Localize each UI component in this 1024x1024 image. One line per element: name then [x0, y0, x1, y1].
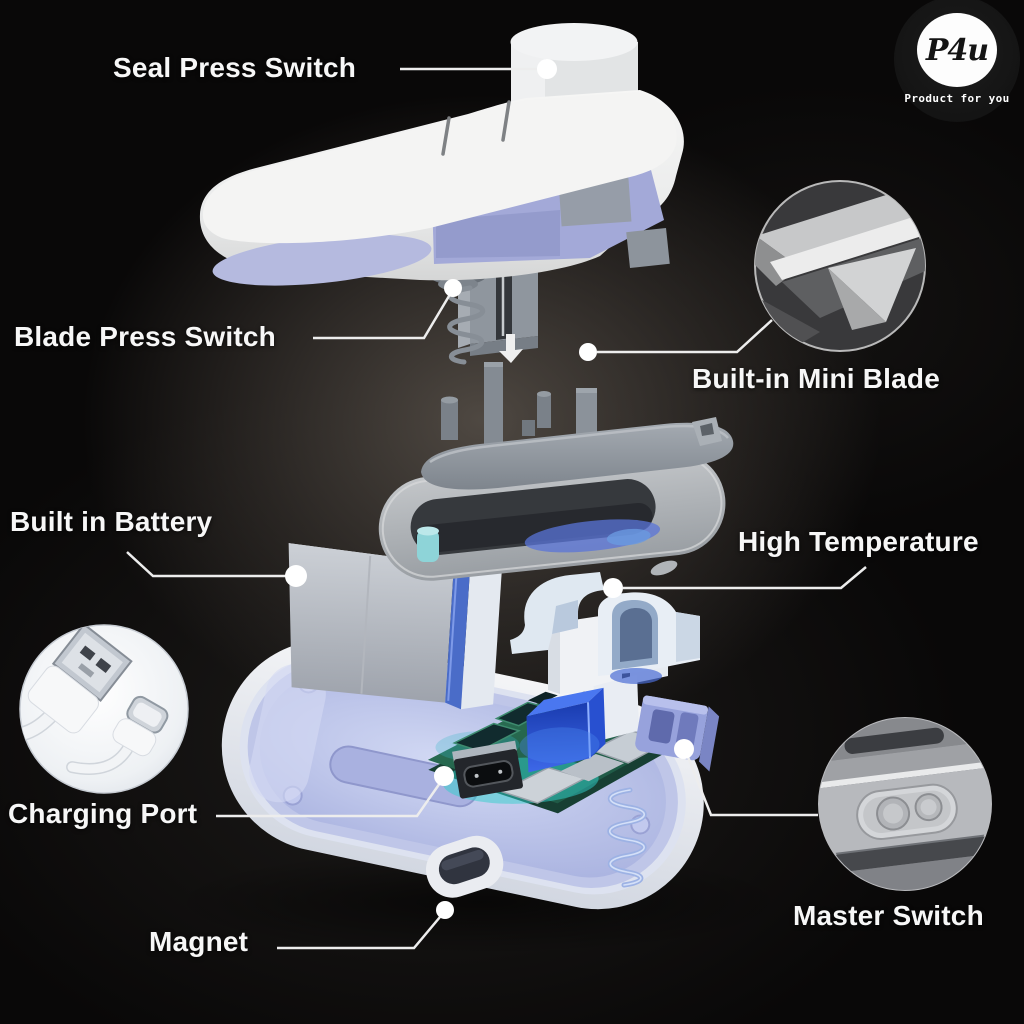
mini-blade-callout: [754, 180, 926, 352]
label-built-in-battery: Built in Battery: [10, 506, 213, 537]
charging-cable-callout: [19, 624, 189, 794]
gasket-peg: [417, 530, 439, 562]
leader-lines: [126, 67, 867, 950]
master-switch-callout: [818, 717, 992, 891]
brand-tagline: Product for you: [904, 92, 1010, 105]
brand-logo: P4u Product for you: [894, 0, 1020, 122]
micro-usb-connector-icon: [66, 695, 169, 775]
brand-logo-disc: P4u: [917, 13, 997, 87]
label-seal-press-switch: Seal Press Switch: [113, 52, 357, 83]
charging-port-component: [452, 740, 523, 799]
base-spring: [607, 787, 647, 888]
heating-element: [510, 572, 700, 684]
label-high-temperature: High Temperature: [738, 526, 979, 557]
usb-a-connector-icon: [20, 625, 133, 743]
base-front-opening: [425, 835, 504, 898]
inner-frame: [421, 362, 734, 490]
label-blade-press-switch: Blade Press Switch: [14, 321, 276, 352]
top-cover-arm: [199, 23, 684, 286]
battery: [288, 543, 502, 710]
label-magnet: Magnet: [149, 926, 249, 957]
brand-name: P4u: [925, 32, 989, 68]
label-master-switch: Master Switch: [793, 900, 984, 931]
circuit-board: [427, 674, 670, 814]
label-charging-port: Charging Port: [8, 798, 198, 829]
label-built-in-mini-blade: Built-in Mini Blade: [692, 363, 941, 394]
leader-dots: [285, 59, 694, 919]
